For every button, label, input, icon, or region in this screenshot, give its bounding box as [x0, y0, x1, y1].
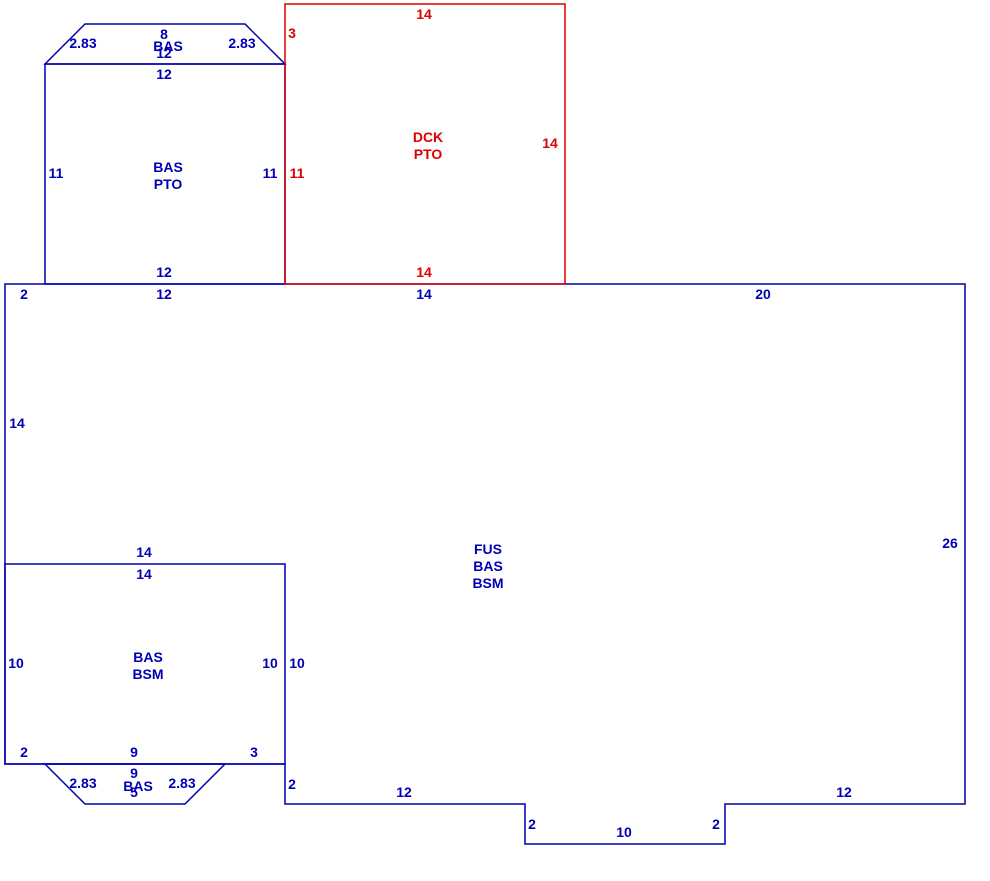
dimension-label: 12 — [836, 784, 852, 800]
floor-plan-outlines — [4, 3, 966, 845]
dimension-label: 10 — [262, 655, 278, 671]
dimension-label: 10 — [616, 824, 632, 840]
dimension-label: 2.83 — [168, 775, 195, 791]
area-code: BAS — [473, 558, 503, 574]
dimension-label: 2.83 — [69, 775, 96, 791]
dimension-label: 12 — [156, 264, 172, 280]
area-code: PTO — [414, 146, 443, 162]
dimension-label: 3 — [250, 744, 258, 760]
dimension-label: 14 — [416, 264, 432, 280]
dimension-label: 14 — [136, 544, 152, 560]
area-code: BAS — [123, 778, 153, 794]
dimension-labels: 8 2.83 2.83 12 12 11 11 12 12 2 14 20 14 26 14 14 10 10 10… — [8, 6, 958, 840]
dimension-label: 14 — [542, 135, 558, 151]
area-code: BSM — [472, 575, 503, 591]
outline-dck-pto — [284, 3, 566, 285]
dimension-label: 20 — [755, 286, 771, 302]
dimension-label: 2.83 — [69, 35, 96, 51]
dimension-label: 14 — [9, 415, 25, 431]
dimension-label: 2 — [20, 744, 28, 760]
dimension-label: 9 — [130, 744, 138, 760]
dimension-label: 12 — [156, 66, 172, 82]
dimension-label: 14 — [416, 6, 432, 22]
area-code: BAS — [153, 38, 183, 54]
area-label: BAS — [123, 778, 153, 794]
dimension-label: 10 — [289, 655, 305, 671]
dimension-label: 8 — [160, 26, 168, 42]
dimension-label: 10 — [8, 655, 24, 671]
dimension-label: 2 — [528, 816, 536, 832]
dimension-label: 11 — [290, 165, 305, 181]
dimension-label: 11 — [263, 165, 278, 181]
dimension-label: 12 — [156, 45, 172, 61]
dimension-label: 14 — [136, 566, 152, 582]
area-code: BAS — [153, 159, 183, 175]
dimension-label: 26 — [942, 535, 958, 551]
area-code: BSM — [132, 666, 163, 682]
dimension-label: 2 — [20, 286, 28, 302]
dimension-label: 2 — [712, 816, 720, 832]
dimension-label: 5 — [130, 784, 138, 800]
dimension-label: 9 — [130, 765, 138, 781]
area-code: DCK — [413, 129, 443, 145]
outline-bas-bay-bottom — [43, 763, 227, 805]
dimension-label: 2.83 — [228, 35, 255, 51]
area-label: BAS — [153, 38, 183, 54]
dimension-label: 14 — [416, 286, 432, 302]
dimension-label: 3 — [288, 25, 296, 41]
area-code: PTO — [154, 176, 183, 192]
dimension-label: 2 — [288, 776, 296, 792]
area-code: FUS — [474, 541, 502, 557]
outline-bas-bay-top — [43, 23, 287, 65]
area-code: BAS — [133, 649, 163, 665]
dimension-label: 12 — [396, 784, 412, 800]
dimension-label: 11 — [49, 165, 64, 181]
dimension-label: 12 — [156, 286, 172, 302]
outline-bas-bsm-addition — [4, 563, 286, 765]
